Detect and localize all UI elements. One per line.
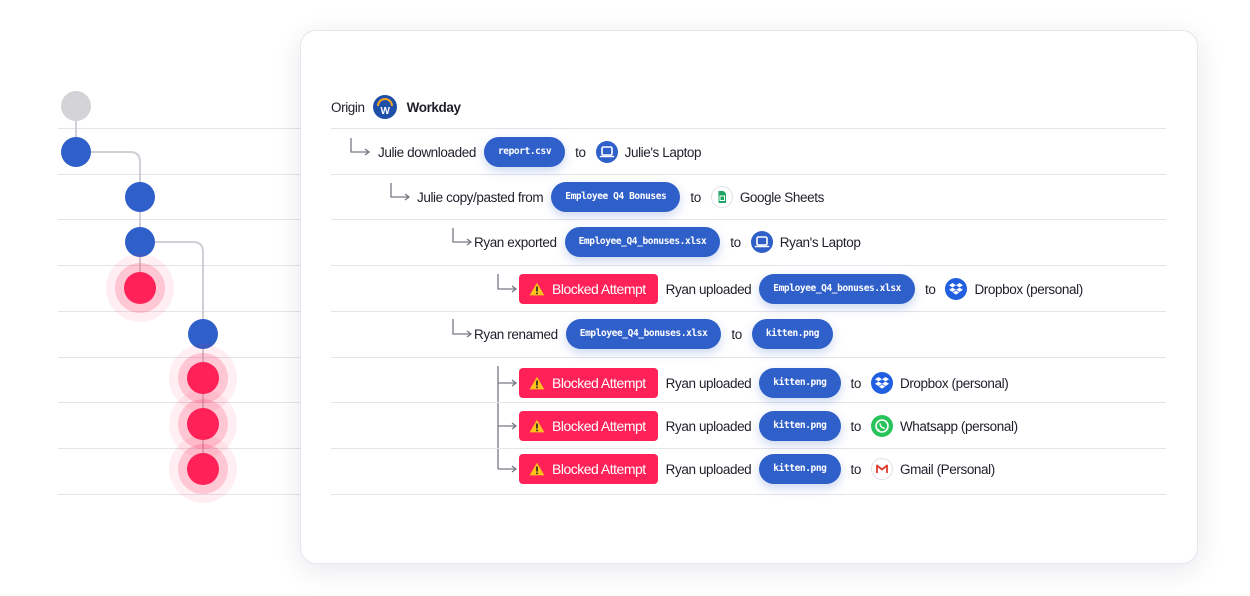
graph-gridline xyxy=(58,494,300,495)
laptop-icon xyxy=(750,231,773,253)
to-label: to xyxy=(850,461,862,477)
destination-label: Ryan's Laptop xyxy=(779,234,861,250)
blocked-attempt-badge[interactable]: Blocked Attempt xyxy=(519,454,658,484)
renamed-file-pill[interactable]: kitten.png xyxy=(751,319,834,349)
blocked-node xyxy=(187,453,219,485)
dropbox-icon xyxy=(945,278,968,300)
workday-icon: W xyxy=(372,95,397,119)
event-text: Ryan uploaded xyxy=(665,461,752,477)
event-text: Julie copy/pasted from xyxy=(417,189,544,205)
blocked-attempt-badge[interactable]: Blocked Attempt xyxy=(519,411,658,441)
graph-gridline xyxy=(58,357,300,358)
graph-gridline xyxy=(58,448,300,449)
event-row[interactable]: Blocked Attempt Ryan uploaded kitten.png… xyxy=(519,454,995,484)
event-row[interactable]: Blocked Attempt Ryan uploaded kitten.png… xyxy=(519,411,1018,441)
event-row[interactable]: Ryan exported Employee_Q4_bonuses.xlsx t… xyxy=(474,227,861,257)
row-divider xyxy=(331,494,1166,495)
row-divider xyxy=(331,357,1166,358)
blocked-label: Blocked Attempt xyxy=(552,461,646,477)
file-pill[interactable]: kitten.png xyxy=(759,411,841,441)
event-text: Ryan uploaded xyxy=(665,418,752,434)
blocked-node xyxy=(187,408,219,440)
whatsapp-icon xyxy=(870,415,893,437)
event-node xyxy=(125,227,155,257)
to-label: to xyxy=(850,418,862,434)
graph-gridline xyxy=(58,128,300,129)
origin-app-name: Workday xyxy=(406,99,461,115)
graph-gridline xyxy=(58,311,300,312)
graph-gridline xyxy=(58,219,300,220)
to-label: to xyxy=(850,375,862,391)
destination-label: Google Sheets xyxy=(739,189,825,205)
file-pill[interactable]: report.csv xyxy=(483,137,566,167)
event-row[interactable]: Julie downloaded report.csv to Julie's L… xyxy=(378,137,702,167)
warning-icon xyxy=(529,282,545,296)
origin-node xyxy=(61,91,91,121)
to-label: to xyxy=(730,234,741,250)
event-row[interactable]: Blocked Attempt Ryan uploaded kitten.png… xyxy=(519,368,1009,398)
row-divider xyxy=(331,402,1166,403)
warning-icon xyxy=(529,419,545,433)
origin-row: Origin W Workday xyxy=(331,95,461,119)
destination-label: Dropbox (personal) xyxy=(899,375,1009,391)
blocked-node xyxy=(187,362,219,394)
event-row[interactable]: Ryan renamed Employee_Q4_bonuses.xlsx to… xyxy=(474,319,834,349)
file-pill[interactable]: Employee Q4 Bonuses xyxy=(551,182,681,212)
google-sheets-icon xyxy=(710,186,733,208)
row-divider xyxy=(331,265,1166,266)
to-label: to xyxy=(731,326,742,342)
event-node xyxy=(61,137,91,167)
svg-text:W: W xyxy=(380,106,390,117)
to-label: to xyxy=(690,189,701,205)
gmail-icon xyxy=(870,458,893,480)
event-node xyxy=(125,182,155,212)
blocked-label: Blocked Attempt xyxy=(552,375,646,391)
blocked-attempt-badge[interactable]: Blocked Attempt xyxy=(519,274,658,304)
row-divider xyxy=(331,311,1166,312)
origin-label: Origin xyxy=(331,99,365,115)
row-divider xyxy=(331,448,1166,449)
row-divider xyxy=(331,219,1166,220)
file-pill[interactable]: Employee_Q4_bonuses.xlsx xyxy=(759,274,915,304)
row-divider xyxy=(331,174,1166,175)
to-label: to xyxy=(924,281,936,297)
graph-gridline xyxy=(58,174,300,175)
event-text: Ryan exported xyxy=(474,234,557,250)
event-node xyxy=(188,319,218,349)
event-row[interactable]: Julie copy/pasted from Employee Q4 Bonus… xyxy=(417,182,824,212)
destination-label: Gmail (Personal) xyxy=(899,461,995,477)
event-text: Ryan uploaded xyxy=(665,281,752,297)
file-pill[interactable]: kitten.png xyxy=(759,368,841,398)
dropbox-icon xyxy=(870,372,893,394)
blocked-label: Blocked Attempt xyxy=(552,418,646,434)
file-pill[interactable]: Employee_Q4_bonuses.xlsx xyxy=(565,319,722,349)
laptop-icon xyxy=(595,141,618,163)
lineage-card xyxy=(300,30,1198,564)
graph-gridline xyxy=(58,265,300,266)
event-text: Julie downloaded xyxy=(378,144,476,160)
event-text: Ryan renamed xyxy=(474,326,558,342)
destination-label: Julie's Laptop xyxy=(624,144,702,160)
destination-label: Whatsapp (personal) xyxy=(899,418,1018,434)
graph-gridline xyxy=(58,402,300,403)
blocked-node xyxy=(124,272,156,304)
warning-icon xyxy=(529,462,545,476)
blocked-label: Blocked Attempt xyxy=(552,281,646,297)
event-row[interactable]: Blocked Attempt Ryan uploaded Employee_Q… xyxy=(519,274,1083,304)
row-divider xyxy=(331,128,1166,129)
to-label: to xyxy=(575,144,586,160)
blocked-attempt-badge[interactable]: Blocked Attempt xyxy=(519,368,658,398)
destination-label: Dropbox (personal) xyxy=(974,281,1083,297)
warning-icon xyxy=(529,376,545,390)
file-pill[interactable]: Employee_Q4_bonuses.xlsx xyxy=(564,227,721,257)
file-pill[interactable]: kitten.png xyxy=(759,454,841,484)
event-text: Ryan uploaded xyxy=(665,375,752,391)
